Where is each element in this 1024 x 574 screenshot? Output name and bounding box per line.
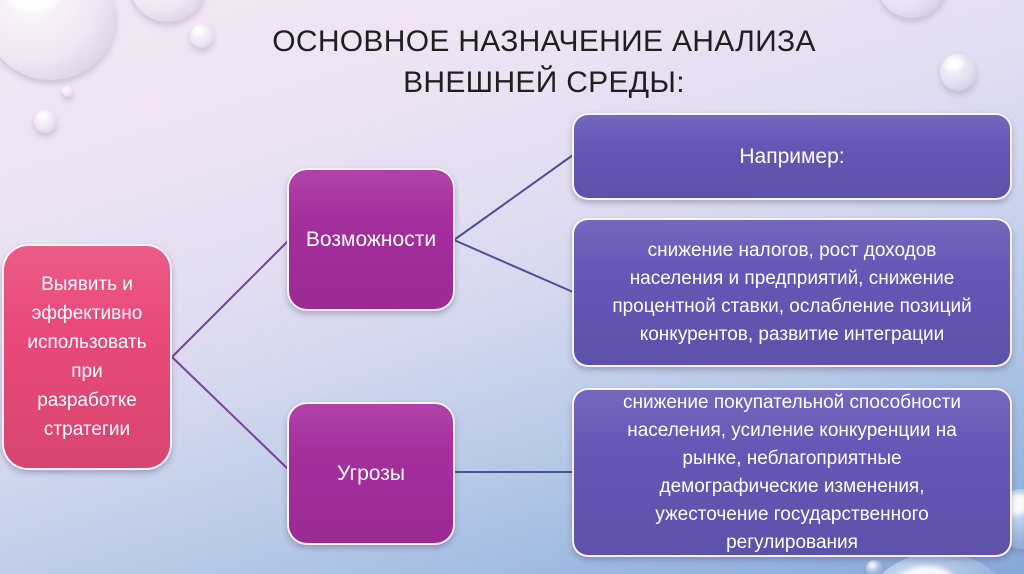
- connector-root-to-opportunities: [171, 239, 290, 358]
- root-box-identify-and-use: Выявить и эффективно использовать при ра…: [2, 244, 172, 470]
- branch-threats-label: Угрозы: [337, 461, 405, 485]
- leaf-box-opportunity-examples: снижение налогов, рост доходов населения…: [572, 218, 1012, 367]
- leaf-box-example-header: Например:: [572, 113, 1012, 200]
- bubble-decoration: [62, 86, 73, 97]
- connector-opportunities-to-example-header: [453, 154, 574, 241]
- branch-opportunities-label: Возможности: [305, 227, 437, 251]
- slide-title: ОСНОВНОЕ НАЗНАЧЕНИЕ АНАЛИЗА ВНЕШНЕЙ СРЕД…: [72, 21, 1016, 103]
- bubble-decoration: [34, 110, 57, 133]
- slide-title-line-1: ОСНОВНОЕ НАЗНАЧЕНИЕ АНАЛИЗА: [272, 25, 816, 58]
- bubble-decoration: [190, 24, 214, 48]
- bubble-decoration: [130, 0, 206, 22]
- bubble-decoration: [878, 0, 946, 18]
- connector-opportunities-to-examples: [453, 239, 574, 293]
- bubble-decoration: [866, 560, 883, 574]
- root-box-label: Выявить и эффективно использовать при ра…: [27, 274, 147, 440]
- branch-box-threats: Угрозы: [287, 402, 455, 545]
- connector-root-to-threats: [171, 356, 290, 471]
- bubble-decoration: [940, 54, 977, 91]
- slide-title-line-2: ВНЕШНЕЙ СРЕДЫ:: [403, 66, 685, 99]
- threat-examples-text: снижение покупательной способности насел…: [623, 391, 961, 553]
- leaf-box-threat-examples: снижение покупательной способности насел…: [572, 388, 1012, 557]
- branch-box-opportunities: Возможности: [287, 168, 455, 311]
- example-header-label: Например:: [739, 144, 845, 168]
- opportunity-examples-text: снижение налогов, рост доходов населения…: [612, 239, 972, 345]
